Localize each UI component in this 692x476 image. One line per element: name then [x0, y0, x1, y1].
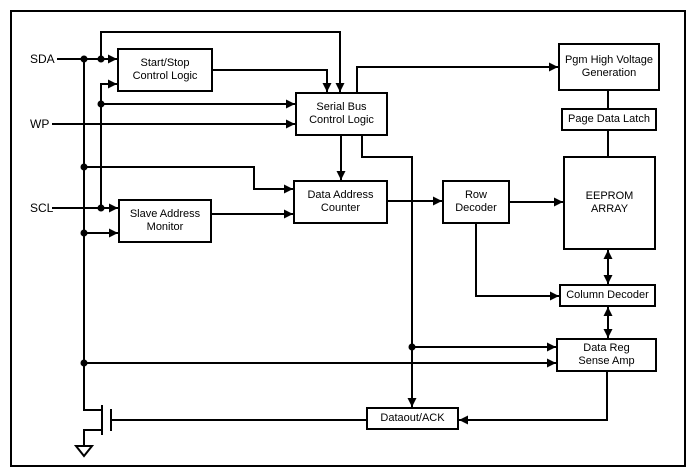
block-label: Pgm High Voltage	[564, 54, 654, 66]
block-column-decoder: Column Decoder	[559, 284, 656, 307]
block-label: Control Logic	[132, 70, 198, 82]
block-label: Data Reg	[583, 342, 630, 354]
block-label: Column Decoder	[566, 289, 649, 301]
block-slave-address-monitor: Slave Address Monitor	[118, 199, 212, 243]
block-label: Sense Amp	[578, 355, 635, 367]
pin-label-wp: WP	[30, 117, 50, 131]
block-label: Row	[464, 189, 487, 201]
block-start-stop-control-logic: Start/Stop Control Logic	[117, 48, 213, 92]
pin-label-sda: SDA	[30, 52, 55, 66]
diagram-border	[10, 10, 686, 467]
block-label: Control Logic	[309, 114, 374, 126]
block-dataout-ack: Dataout/ACK	[366, 407, 459, 430]
block-label: ARRAY	[590, 203, 629, 215]
wire-serialbus-to-pgm	[356, 62, 558, 92]
block-label: Dataout/ACK	[380, 412, 445, 424]
block-row-decoder: Row Decoder	[442, 180, 510, 224]
block-serial-bus-control-logic: Serial Bus Control Logic	[295, 92, 388, 136]
wire-drsa-to-dataout	[459, 372, 608, 425]
wire-sda-rail	[83, 59, 102, 411]
block-label: EEPROM	[585, 190, 634, 202]
block-eeprom-array: EEPROM ARRAY	[563, 156, 656, 250]
block-label: Generation	[581, 67, 637, 79]
block-pgm-high-voltage-generation: Pgm High Voltage Generation	[558, 43, 660, 91]
nmos-transistor-icon	[83, 405, 112, 445]
pin-label-scl: SCL	[30, 201, 54, 215]
block-label: Serial Bus	[316, 101, 367, 113]
block-label: Start/Stop	[140, 57, 190, 69]
ground-icon	[73, 445, 95, 458]
block-data-address-counter: Data Address Counter	[293, 180, 388, 224]
block-label: Decoder	[455, 202, 497, 214]
wire-startstop-to-serialbus	[213, 69, 332, 92]
block-label: Slave Address	[129, 208, 201, 220]
block-label: Page Data Latch	[568, 113, 650, 125]
wire-row-to-column	[475, 224, 559, 301]
junction-dots	[80, 55, 416, 367]
block-label: Data Address	[307, 189, 374, 201]
block-page-data-latch: Page Data Latch	[561, 108, 657, 131]
wire-serialbus-to-dataout	[361, 136, 417, 407]
block-label: Counter	[320, 202, 361, 214]
block-data-reg-sense-amp: Data Reg Sense Amp	[556, 338, 657, 372]
wire-scl-to-startstop	[100, 79, 117, 104]
block-label: Monitor	[146, 221, 184, 233]
wire-sda-top-to-serialbus	[100, 31, 345, 92]
wire-sda-to-dac	[84, 166, 293, 194]
